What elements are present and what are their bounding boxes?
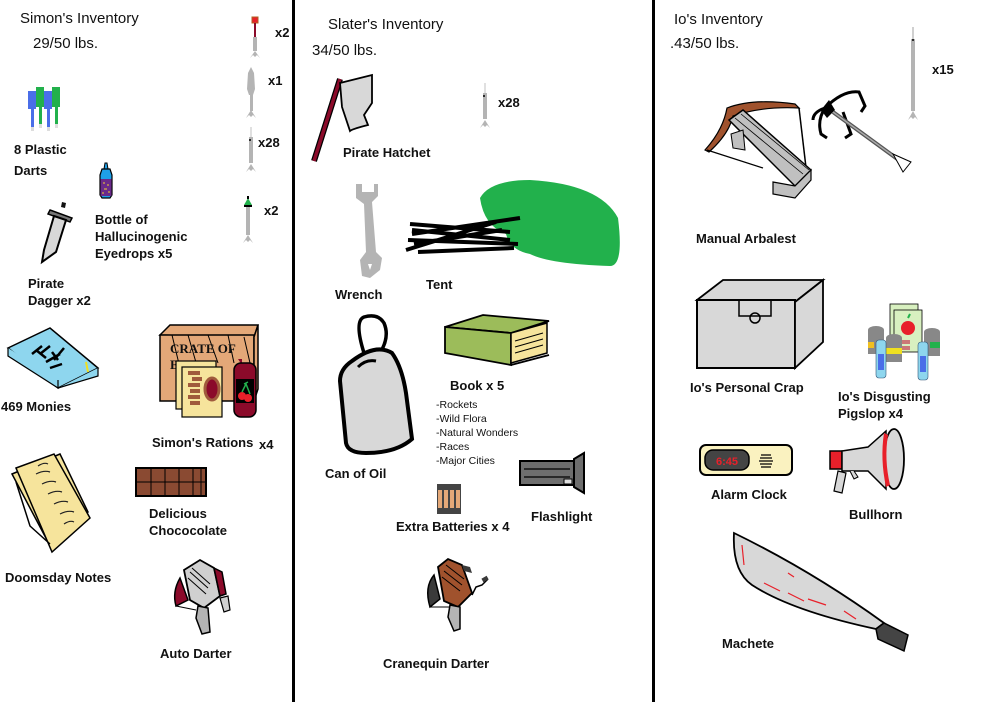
- bullhorn-label: Bullhorn: [849, 507, 903, 522]
- batteries-icon[interactable]: [436, 484, 462, 514]
- green-tip-dart-icon[interactable]: [241, 196, 255, 244]
- alarm-clock-icon[interactable]: 6:45: [699, 444, 793, 476]
- book-title: -Rockets: [436, 399, 478, 411]
- crate-text-line1: CRATE OF: [170, 341, 236, 356]
- chocolate-label: Delicious Chococolate: [149, 505, 227, 539]
- monies-label: 469 Monies: [1, 399, 72, 414]
- flashlight-icon[interactable]: [518, 451, 588, 495]
- crossbow-bolt-icon[interactable]: [906, 27, 920, 121]
- book-titles-list: -Rockets -Wild Flora -Natural Wonders -R…: [436, 398, 518, 468]
- book-title: -Wild Flora: [436, 413, 487, 425]
- wrench-icon[interactable]: [350, 180, 386, 280]
- plastic-darts-label-line1: 8 Plastic: [14, 142, 67, 157]
- simon-inventory-weight: 29/50 lbs.: [33, 35, 99, 52]
- auto-darter-label: Auto Darter: [160, 646, 232, 661]
- pigslop-label-line2: Pigslop x4: [838, 406, 904, 421]
- chocolate-label-line1: Delicious: [149, 506, 207, 521]
- personal-crap-label: Io's Personal Crap: [690, 380, 804, 395]
- io-bolt-qty: x15: [932, 62, 954, 77]
- plastic-darts-label: 8 Plastic Darts: [14, 141, 67, 179]
- eyedrops-label: Bottle of Hallucinogenic Eyedrops x5: [95, 211, 187, 262]
- eyedrops-label-line3: Eyedrops x5: [95, 246, 173, 261]
- standard-dart-qty: x28: [258, 135, 280, 150]
- pirate-dagger-label-line2: Dagger x2: [28, 293, 91, 308]
- chocolate-bar-icon[interactable]: [135, 467, 207, 497]
- plastic-darts-icon[interactable]: [26, 87, 62, 133]
- oil-can-label: Can of Oil: [325, 466, 387, 481]
- eyedrops-bottle-icon[interactable]: [97, 162, 115, 199]
- book-title: -Major Cities: [436, 455, 495, 467]
- pirate-hatchet-icon[interactable]: [311, 73, 376, 165]
- book-title: -Races: [436, 441, 470, 453]
- batteries-label: Extra Batteries x 4: [396, 519, 510, 534]
- alarm-clock-label: Alarm Clock: [711, 487, 787, 502]
- pigslop-icon[interactable]: [866, 302, 944, 382]
- heavy-dart-qty: x1: [268, 73, 283, 88]
- manual-arbalest-icon[interactable]: [703, 90, 918, 210]
- oil-can-icon[interactable]: [336, 313, 416, 459]
- pigslop-label: Io's Disgusting Pigslop x4: [838, 388, 931, 422]
- personal-crap-chest-icon[interactable]: [694, 278, 826, 371]
- alarm-clock-time: 6:45: [716, 456, 738, 468]
- doomsday-notes-label: Doomsday Notes: [5, 570, 112, 585]
- eyedrops-label-line2: Hallucinogenic: [95, 229, 188, 244]
- green-tip-dart-qty: x2: [264, 203, 279, 218]
- slater-inventory-title: Slater's Inventory: [328, 16, 444, 33]
- machete-icon[interactable]: [732, 531, 912, 655]
- machete-label: Machete: [722, 636, 775, 651]
- plastic-darts-label-line2: Darts: [14, 163, 48, 178]
- pirate-dagger-label-line1: Pirate: [28, 276, 65, 291]
- book-label: Book x 5: [450, 378, 505, 393]
- chocolate-label-line2: Chococolate: [149, 523, 228, 538]
- pirate-dagger-label: Pirate Dagger x2: [28, 275, 91, 309]
- heavy-dart-icon[interactable]: [244, 67, 258, 119]
- column-divider-right: [652, 0, 655, 702]
- cranequin-darter-icon[interactable]: [424, 557, 492, 635]
- standard-dart-icon[interactable]: [478, 83, 492, 129]
- flashlight-label: Flashlight: [531, 509, 593, 524]
- tent-icon[interactable]: [400, 178, 622, 268]
- cranequin-darter-label: Cranequin Darter: [383, 656, 490, 671]
- simons-rations-label: Simon's Rations: [152, 435, 254, 450]
- io-inventory-title: Io's Inventory: [674, 11, 763, 28]
- book-title: -Natural Wonders: [436, 427, 519, 439]
- pirate-dagger-icon[interactable]: [38, 200, 74, 265]
- simons-rations-icon[interactable]: CRATE OF BACON: [158, 323, 262, 419]
- monies-bundle-icon[interactable]: [6, 324, 100, 390]
- auto-darter-icon[interactable]: [170, 558, 234, 636]
- simon-inventory-title: Simon's Inventory: [20, 10, 139, 27]
- slater-dart-qty: x28: [498, 95, 520, 110]
- pirate-hatchet-label: Pirate Hatchet: [343, 145, 431, 160]
- slater-inventory-weight: 34/50 lbs.: [312, 42, 378, 59]
- standard-dart-icon[interactable]: [244, 127, 258, 173]
- simons-rations-qty: x4: [259, 437, 274, 452]
- red-tip-dart-qty: x2: [275, 25, 290, 40]
- book-icon[interactable]: [443, 313, 553, 367]
- pigslop-label-line1: Io's Disgusting: [838, 389, 931, 404]
- tent-label: Tent: [426, 277, 453, 292]
- eyedrops-label-line1: Bottle of: [95, 212, 148, 227]
- manual-arbalest-label: Manual Arbalest: [696, 231, 796, 246]
- red-tip-dart-icon[interactable]: [248, 16, 262, 59]
- doomsday-notes-icon[interactable]: [8, 452, 92, 554]
- io-inventory-weight: .43/50 lbs.: [670, 35, 740, 52]
- wrench-label: Wrench: [335, 287, 383, 302]
- bullhorn-icon[interactable]: [828, 427, 908, 497]
- column-divider-left: [292, 0, 295, 702]
